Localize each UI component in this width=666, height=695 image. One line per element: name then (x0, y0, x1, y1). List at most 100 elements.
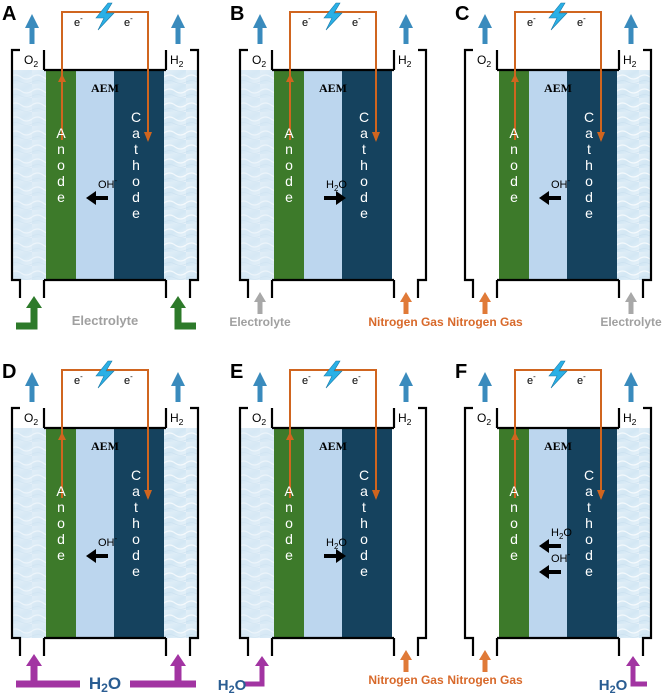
anode-letter: d (57, 173, 65, 189)
arrow-left-icon (86, 191, 96, 205)
catholyte-chamber (164, 428, 198, 638)
anode-letter: n (510, 141, 518, 157)
cathode-letter: t (587, 499, 591, 515)
nitrogen-gas-label: Nitrogen Gas (447, 315, 523, 329)
arrow-left-icon (86, 549, 96, 563)
cathode-letter: d (132, 547, 140, 563)
anode-letter: n (285, 499, 293, 515)
cathode-layer (342, 428, 378, 638)
cell-wall-right (188, 48, 200, 298)
cathode-letter: C (359, 109, 369, 125)
electron-label-right: e- (124, 372, 133, 387)
cathode-letter: a (585, 125, 593, 141)
h2-label: H2 (623, 53, 637, 69)
nitrogen-gas-label: Nitrogen Gas (447, 673, 523, 687)
cathode-letter: h (132, 515, 140, 531)
cell-wall-left (10, 406, 22, 656)
water-inlet-arrow-icon (255, 656, 269, 666)
cathode-letter: t (362, 499, 366, 515)
wire-arrow-icon (372, 490, 380, 500)
o2-outlet-arrow-icon (253, 14, 267, 28)
cathode-letter: d (585, 189, 593, 205)
anode-letter: A (56, 125, 66, 141)
anode-letter: e (285, 189, 293, 205)
anode-letter: e (510, 189, 518, 205)
cathode-letter: a (132, 483, 140, 499)
arrow-right-icon (336, 549, 346, 563)
anode-letter: n (510, 499, 518, 515)
electrolyte-inlet-arrow-icon (254, 292, 266, 302)
o2-outlet-arrow-icon (25, 14, 39, 28)
cathode-letter: h (360, 157, 368, 173)
cell-wall-left (463, 48, 475, 298)
h2-label: H2 (170, 53, 184, 69)
h2o-label: H2O (599, 677, 628, 695)
o2-label: O2 (24, 411, 38, 427)
hydroxide-label: OH- (98, 176, 118, 191)
h2-label: H2 (398, 411, 412, 427)
aem-membrane (529, 428, 567, 638)
cathode-layer (567, 70, 603, 280)
wire-arrow-icon (597, 490, 605, 500)
anode-letter: e (285, 547, 293, 563)
panel-letter: C (455, 3, 469, 25)
aem-membrane (304, 70, 342, 280)
water-inlet-arrow-icon (26, 654, 42, 666)
o2-label: O2 (477, 411, 491, 427)
cathode-letter: e (585, 563, 593, 579)
anode-letter: A (284, 483, 294, 499)
water-label: H2O (326, 537, 347, 551)
cathode-letter: h (132, 157, 140, 173)
anode-letter: d (57, 531, 65, 547)
cathode-letter: e (132, 205, 140, 221)
cell-wall-right (188, 406, 200, 656)
anode-letter: e (57, 189, 65, 205)
anode-letter: o (285, 515, 293, 531)
h2o-label: H2O (218, 677, 247, 695)
cathode-letter: C (584, 109, 594, 125)
nitrogen-inlet-arrow-icon (400, 292, 412, 302)
cell-wall-right (416, 48, 428, 298)
electron-label-left: e- (74, 372, 83, 387)
cathode-letter: o (360, 173, 368, 189)
h2-label: H2 (623, 411, 637, 427)
h2-label: H2 (398, 53, 412, 69)
hydroxide-label: OH- (551, 176, 571, 191)
anode-letter: A (284, 125, 294, 141)
cathode-letter: t (587, 141, 591, 157)
cell-wall-left (463, 406, 475, 656)
h2-label: H2 (170, 411, 184, 427)
cathode-layer (114, 70, 150, 280)
cathode-letter: d (360, 189, 368, 205)
lightning-bolt-icon (548, 360, 568, 389)
cathode-letter: C (359, 467, 369, 483)
cathode-layer (114, 428, 150, 638)
electrolyte-inlet-arrow-icon (170, 296, 186, 308)
anode-letter: n (57, 499, 65, 515)
anode-letter: A (509, 125, 519, 141)
cell-wall-right (641, 406, 653, 656)
lightning-bolt-icon (95, 360, 115, 389)
cathode-letter: C (131, 467, 141, 483)
o2-label: O2 (477, 53, 491, 69)
cathode-layer (567, 428, 603, 638)
cell-wall-left (238, 406, 250, 656)
electrolyte-label: Electrolyte (600, 315, 662, 329)
anolyte-chamber (240, 70, 274, 280)
o2-label: O2 (24, 53, 38, 69)
cathode-letter: d (132, 189, 140, 205)
anode-letter: e (57, 547, 65, 563)
anode-letter: o (510, 515, 518, 531)
panel-letter: A (2, 3, 16, 25)
lightning-bolt-icon (323, 2, 343, 31)
anode-letter: e (510, 547, 518, 563)
cathode-letter: a (585, 483, 593, 499)
o2-outlet-arrow-icon (25, 372, 39, 386)
catholyte-chamber (164, 70, 198, 280)
lightning-bolt-icon (548, 2, 568, 31)
anode-letter: o (285, 157, 293, 173)
anode-letter: n (285, 141, 293, 157)
cell-wall-right (416, 406, 428, 656)
